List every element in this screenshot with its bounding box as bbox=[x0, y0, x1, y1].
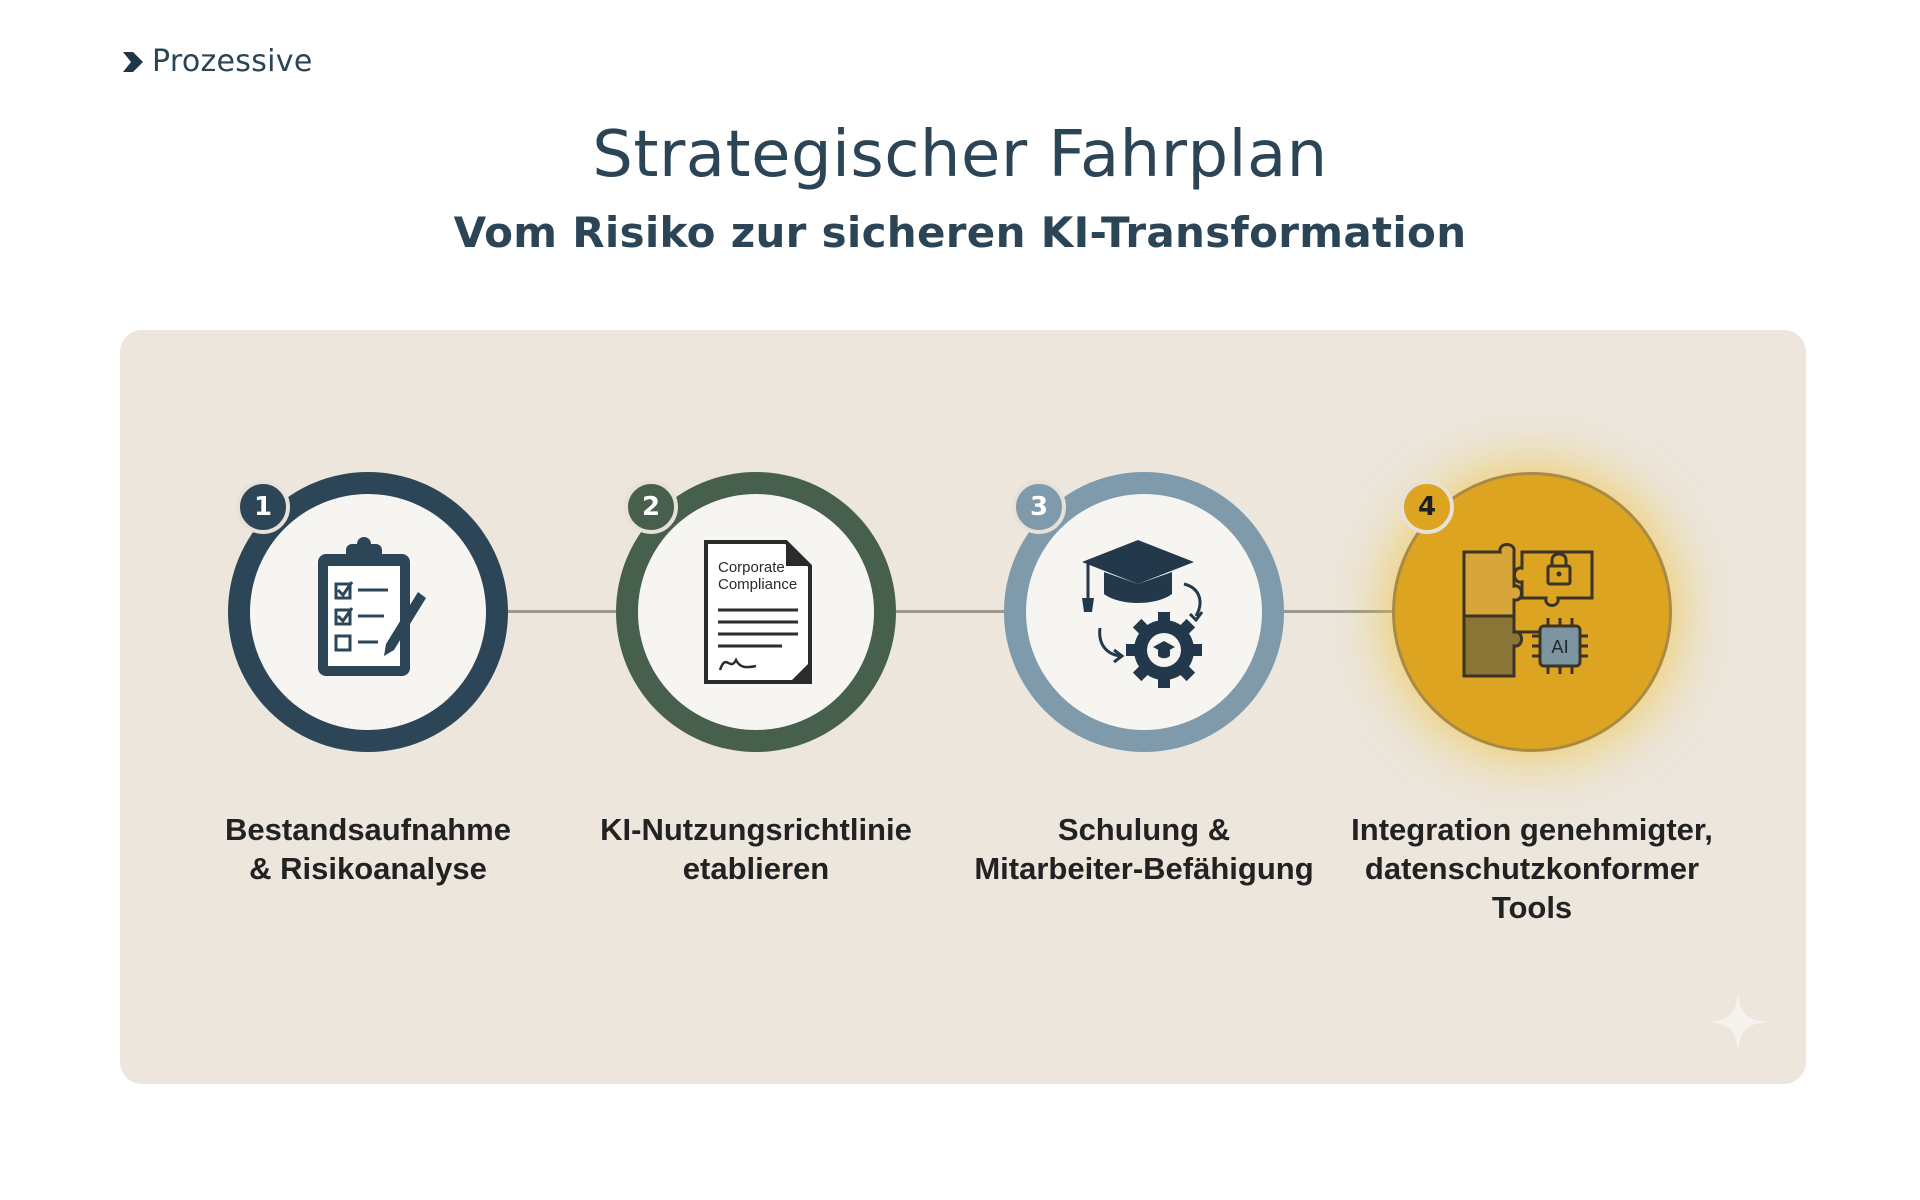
connector-1-2 bbox=[508, 610, 624, 613]
connector-2-3 bbox=[896, 610, 1012, 613]
clipboard-checklist-icon bbox=[318, 537, 426, 676]
step-number-badge: 2 bbox=[624, 480, 678, 534]
compliance-document-icon: Corporate Compliance bbox=[704, 540, 812, 684]
roadmap-step-3: 3 bbox=[1004, 472, 1284, 752]
step-label-4: Integration genehmigter, datenschutzkonf… bbox=[1351, 812, 1713, 925]
step-label-1: Bestandsaufnahme & Risikoanalyse bbox=[225, 812, 511, 886]
doc-text-line1: Corporate bbox=[718, 559, 785, 576]
step-number-badge: 4 bbox=[1400, 480, 1454, 534]
doc-text-line2: Compliance bbox=[718, 576, 797, 593]
chevron-logo-icon bbox=[123, 51, 143, 72]
roadmap-step-4: AI 4 bbox=[1392, 472, 1672, 752]
roadmap-panel: 1 Corporate Compliance 2 bbox=[120, 330, 1806, 1084]
step-number-badge: 1 bbox=[236, 480, 290, 534]
brand-logo: Prozessive bbox=[120, 44, 313, 79]
puzzle-ai-lock-icon: AI bbox=[1462, 543, 1594, 678]
roadmap-step-1: 1 bbox=[228, 472, 508, 752]
step-label-3: Schulung & Mitarbeiter-Befähigung bbox=[974, 812, 1314, 886]
brand-name: Prozessive bbox=[152, 44, 313, 79]
ai-chip-text: AI bbox=[1551, 637, 1569, 658]
page-subtitle: Vom Risiko zur sicheren KI-Transformatio… bbox=[453, 208, 1467, 257]
connector-3-4 bbox=[1284, 610, 1400, 613]
sparkle-icon bbox=[1708, 992, 1768, 1052]
step-label-2: KI-Nutzungsrichtlinie etablieren bbox=[600, 812, 912, 886]
graduation-gear-icon bbox=[1082, 540, 1204, 688]
roadmap-step-2: Corporate Compliance 2 bbox=[616, 472, 896, 752]
page-title: Strategischer Fahrplan bbox=[592, 118, 1328, 192]
step-number-badge: 3 bbox=[1012, 480, 1066, 534]
